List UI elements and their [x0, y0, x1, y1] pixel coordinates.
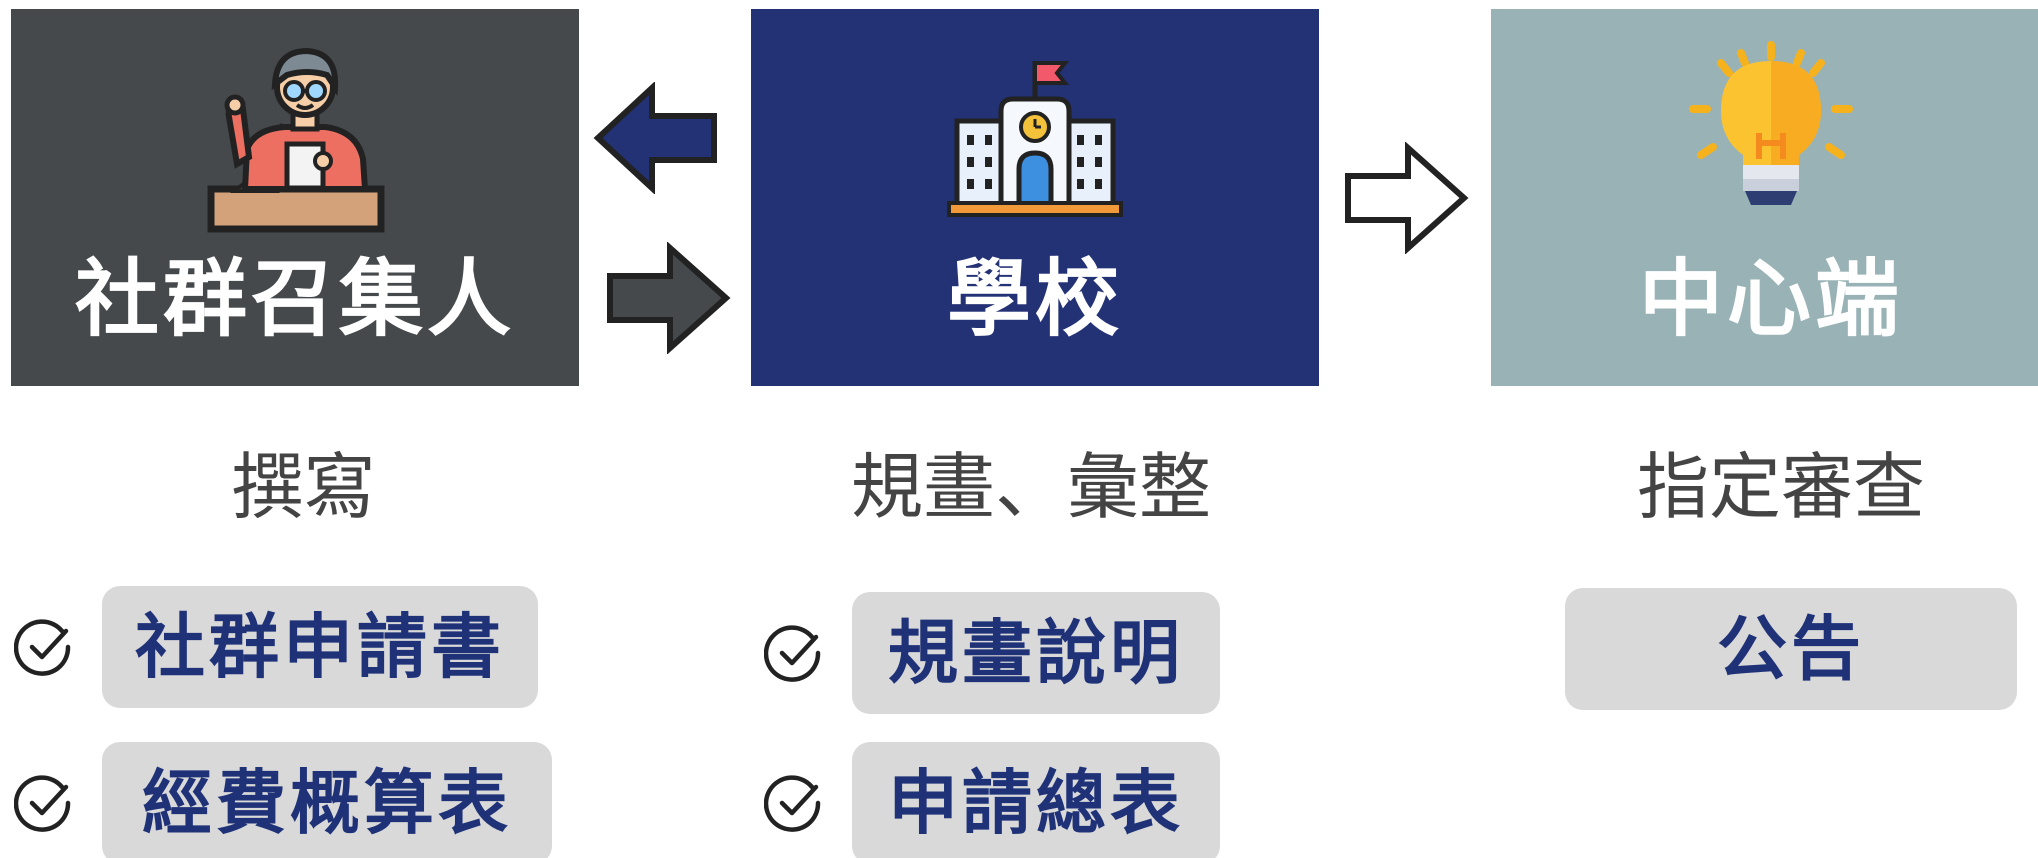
school-building-icon [945, 51, 1125, 225]
list-item: 規畫說明 [764, 592, 1220, 714]
checkmark-circle-icon [14, 775, 71, 832]
lightbulb-icon [1681, 39, 1861, 223]
node-convener: 社群召集人 [11, 9, 579, 386]
document-pill: 公告 [1565, 588, 2017, 710]
document-pill: 社群申請書 [102, 586, 538, 708]
list-item: 申請總表 [764, 742, 1220, 858]
checkmark-circle-icon [14, 619, 71, 676]
action-label: 撰寫 [231, 445, 376, 529]
checkmark-circle-icon [764, 625, 821, 682]
arrow-right-icon [607, 242, 731, 354]
node-center: 中心端 [1491, 9, 2038, 386]
node-title: 學校 [946, 250, 1123, 348]
node-title: 社群召集人 [74, 250, 515, 348]
arrow-left-icon [593, 82, 717, 194]
speaker-at-podium-icon [195, 39, 395, 248]
action-label: 規畫、彙整 [850, 445, 1211, 529]
document-pill: 申請總表 [852, 742, 1220, 858]
list-item: 公告 [1565, 588, 2017, 710]
list-item: 社群申請書 [14, 586, 538, 708]
document-pill: 經費概算表 [102, 742, 552, 858]
checkmark-circle-icon [764, 775, 821, 832]
arrow-right-outline-icon [1345, 142, 1469, 254]
document-pill: 規畫說明 [852, 592, 1220, 714]
node-school: 學校 [751, 9, 1319, 386]
action-label: 指定審查 [1636, 445, 1925, 529]
list-item: 經費概算表 [14, 742, 552, 858]
node-title: 中心端 [1638, 250, 1903, 348]
